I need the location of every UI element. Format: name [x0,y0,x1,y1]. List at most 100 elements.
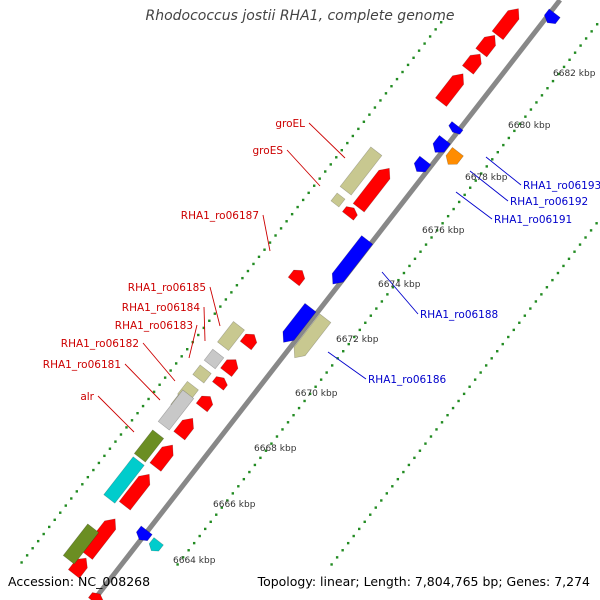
tick-dot [187,549,190,552]
tick-dot [209,520,212,524]
tick-dot [457,200,461,204]
tick-dot [253,463,257,467]
tick-dot [152,390,156,394]
leader-line [469,170,509,202]
tick-dot [246,269,250,273]
tick-dot [380,300,384,303]
tick-dot [308,392,312,396]
tick-dot [237,485,240,488]
tick-dot [474,179,477,182]
tick-dot [363,520,366,524]
tick-dot [59,511,62,514]
tick-dot [114,440,117,443]
tick-dot [496,150,499,154]
tick-dot [551,79,555,83]
tick-dot [386,293,389,296]
tick-dot [192,541,196,545]
tick-dot [551,278,554,282]
tick-dot [567,257,571,261]
gene-label: RHA1_ro06182 [61,338,139,350]
label-leader-lines [97,122,522,433]
tick-dot [219,305,222,308]
tick-dot [301,198,305,202]
leader-line [97,395,135,433]
tick-dot [314,385,317,388]
tick-dot [86,475,90,479]
tick-dot [534,300,538,303]
tick-dot [578,243,582,246]
tick-dot [402,470,405,474]
tick-dot [540,94,544,97]
leader-line [455,191,493,220]
tick-dot [97,461,101,465]
tick-dot [335,156,338,159]
tick-dot [329,163,332,166]
tick-dot [169,369,172,372]
tick-dot [523,314,527,317]
forward-gene [352,167,391,213]
leader-line [124,363,161,401]
tick-dot [335,556,339,559]
tick-dot [435,229,439,232]
forward-gene [211,376,228,391]
tick-dot [235,284,239,287]
tick-dot [163,376,167,379]
tick-dot [352,534,355,538]
tick-dot [429,435,433,438]
tick-dot [496,350,499,353]
tick-dot [468,186,472,189]
tick-dot [379,99,382,102]
tick-dot [562,264,565,268]
tick-dot [181,556,185,559]
olive-gene-groel [339,146,383,196]
scale-label: 6670 kbp [295,389,338,399]
tick-dot [346,541,350,545]
reverse-gene [432,134,451,153]
teal-gene [148,537,164,552]
tick-dot [307,191,310,195]
tick-dot [319,378,323,381]
tick-dot [512,328,515,332]
tick-dot [257,255,261,259]
tick-dot [268,241,272,244]
tick-dot [158,383,161,386]
tick-dot [441,222,444,225]
forward-gene [491,8,520,41]
tick-dot [413,456,416,460]
tick-dot [535,101,538,104]
tick-dot [417,49,421,52]
leader-line [485,156,522,186]
tick-dot [507,136,511,140]
tick-dot [341,549,344,552]
tick-dot [20,561,23,564]
tick-dot [275,435,279,438]
scale-label: 6676 kbp [422,226,465,236]
tick-dot [452,207,455,211]
tick-dot [180,355,183,358]
tick-dot [540,293,543,296]
tick-dot [556,271,560,275]
tick-dot [357,127,360,131]
forward-gene [461,53,482,75]
tick-dot-lines [20,21,599,566]
tick-dot [573,250,576,253]
gene-label: RHA1_ro06183 [115,320,193,332]
tick-dot [397,278,400,282]
tick-dot [108,447,112,450]
tick-dot [312,184,316,187]
tick-dot [290,212,294,216]
tick-dot [119,433,123,436]
tick-dot [480,172,483,175]
tick-dot [324,170,327,173]
reverse-gene [331,235,374,285]
tick-dot [281,428,284,431]
scale-label: 6668 kbp [254,444,297,454]
forward-gene [195,395,214,413]
tick-dot [462,392,466,396]
tick-dot [401,70,404,74]
tick-dot [147,397,150,401]
tick-dot [446,413,449,417]
gene-label: RHA1_ro06188 [420,309,498,321]
tick-dot [259,456,262,460]
tick-dot [248,470,251,474]
